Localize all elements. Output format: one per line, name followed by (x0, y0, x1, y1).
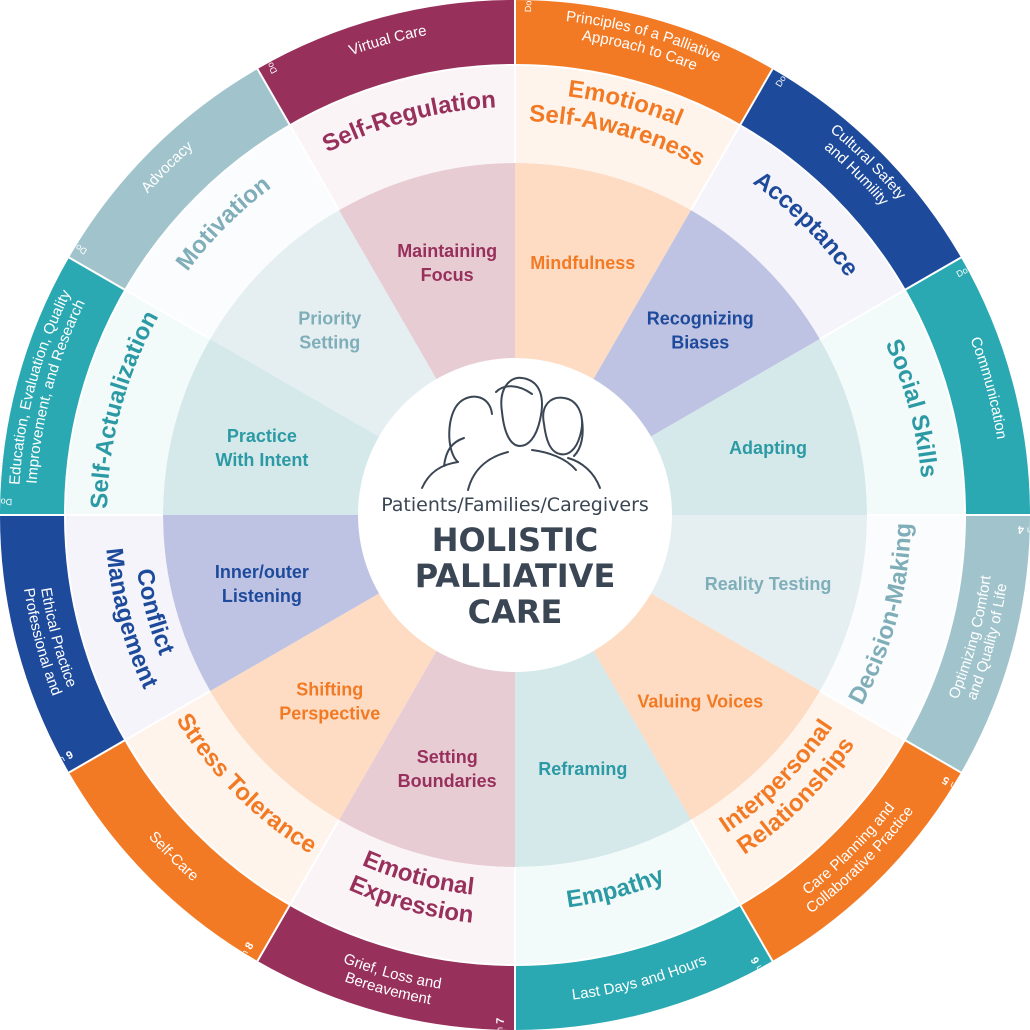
practice-label-2-line-2: Biases (671, 333, 729, 353)
domain-band-segment-8 (68, 740, 290, 962)
domain-number-12: 12 (248, 29, 264, 45)
skill-ring-segment-3 (819, 290, 965, 515)
skill-ring-segment-6 (515, 819, 740, 965)
center-title-line-2: PALLIATIVE (415, 557, 616, 595)
domain-band-segment-6 (515, 904, 773, 1030)
domain-word-1: Domain (523, 0, 534, 12)
center-title-line-1: HOLISTIC (432, 521, 599, 559)
practice-label-8-line-2: Perspective (279, 703, 380, 723)
domain-number-3: 3 (984, 251, 995, 264)
practice-wedge-1 (515, 163, 691, 386)
domain-tag-7: Domain 7 (494, 1018, 507, 1030)
domain-band-segment-12 (257, 0, 515, 126)
segment-divider-2 (690, 68, 774, 211)
domain-band-segment-2 (740, 68, 962, 290)
skill-ring-segment-4 (819, 515, 965, 740)
practice-label-7-line-1: Setting (417, 747, 478, 767)
skill-ring-segment-9 (65, 515, 211, 740)
practice-wedge-4 (644, 515, 867, 691)
practice-label-5-line-1: Valuing Voices (637, 691, 763, 711)
domain-number-8: 8 (243, 940, 256, 952)
domain-number-6: 6 (749, 955, 762, 966)
practice-label-9-line-1: Inner/outer (215, 562, 309, 582)
segment-divider-5 (819, 690, 962, 774)
domain-band-segment-10 (0, 257, 126, 515)
skill-ring-segment-7 (290, 819, 515, 965)
skill-ring-segment-5 (691, 691, 905, 905)
skill-ring-segment-11 (125, 125, 339, 339)
practice-label-3-line-1: Adapting (729, 438, 807, 458)
practice-wedge-9 (163, 515, 386, 691)
domain-band-segment-11 (68, 68, 290, 290)
skill-ring-segment-10 (65, 290, 211, 515)
practice-wedge-5 (590, 590, 820, 820)
practice-wedge-2 (590, 210, 820, 440)
domain-word-4: Domain (1027, 525, 1030, 536)
practice-label-7-line-2: Boundaries (398, 771, 497, 791)
skill-ring-segment-2 (691, 125, 905, 339)
skill-ring-segment-1 (515, 65, 740, 211)
skill-ring-segment-8 (125, 691, 339, 905)
practice-wedge-12 (339, 163, 515, 386)
domain-word-9: Domain (35, 754, 67, 778)
domain-band-segment-3 (904, 257, 1030, 515)
practice-label-4-line-1: Reality Testing (705, 574, 832, 594)
domain-word-5: Domain (948, 780, 980, 805)
domain-tag-4: Domain4 (1017, 523, 1030, 536)
skill-ring-segment-12 (290, 65, 515, 211)
center-title-line-3: CARE (468, 593, 563, 631)
domain-band-segment-5 (740, 740, 962, 962)
domain-number-2: 2 (791, 49, 804, 61)
domain-word-6: Domain (754, 963, 778, 995)
domain-tag-10: Domain10 (0, 494, 12, 507)
domain-word-7: Domain (494, 1027, 505, 1030)
segment-divider-9 (68, 690, 211, 774)
practice-wedge-11 (210, 210, 440, 440)
segment-divider-8 (256, 819, 340, 962)
domain-number-7: 7 (495, 1018, 507, 1024)
practice-label-10-line-1: Practice (227, 426, 297, 446)
domain-number-5: 5 (940, 774, 952, 787)
practice-wedge-10 (163, 339, 386, 515)
domain-band-segment-9 (0, 515, 126, 773)
practice-label-2-line-1: Recognizing (647, 309, 754, 329)
practice-label-8-line-1: Shifting (296, 679, 363, 699)
practice-wedge-7 (339, 644, 515, 867)
practice-label-6-line-1: Reframing (538, 759, 627, 779)
practice-label-12-line-2: Focus (421, 265, 474, 285)
practice-label-11-line-1: Priority (298, 309, 361, 329)
center-hub: Patients/Families/Caregivers HOLISTIC PA… (358, 358, 672, 672)
domain-number-4: 4 (1017, 523, 1024, 535)
practice-label-11-line-2: Setting (299, 333, 360, 353)
domain-band-segment-7 (257, 904, 515, 1030)
domain-tag-1: Domain1 (523, 0, 536, 12)
practice-label-12-line-1: Maintaining (397, 241, 497, 261)
center-circle (358, 358, 672, 672)
domain-number-9: 9 (64, 749, 75, 762)
practice-label-1-line-1: Mindfulness (530, 253, 635, 273)
people-silhouette-icon (421, 376, 601, 491)
segment-divider-11 (68, 256, 211, 340)
practice-wedge-8 (210, 590, 440, 820)
domain-word-8: Domain (226, 948, 251, 980)
segment-divider-6 (690, 819, 774, 962)
domain-word-10: Domain (0, 496, 12, 507)
domain-number-11: 11 (45, 222, 61, 238)
center-subtitle: Patients/Families/Caregivers (381, 494, 649, 516)
practice-wedge-6 (515, 644, 691, 867)
domain-band-inner-edge (64, 64, 966, 966)
practice-label-10-line-2: With Intent (216, 450, 309, 470)
segment-divider-12 (256, 68, 340, 211)
segment-divider-3 (819, 256, 962, 340)
domain-band-segment-1 (515, 0, 773, 126)
practice-wedge-3 (644, 339, 867, 515)
domain-band-segment-4 (904, 515, 1030, 773)
practice-label-9-line-2: Listening (222, 586, 302, 606)
